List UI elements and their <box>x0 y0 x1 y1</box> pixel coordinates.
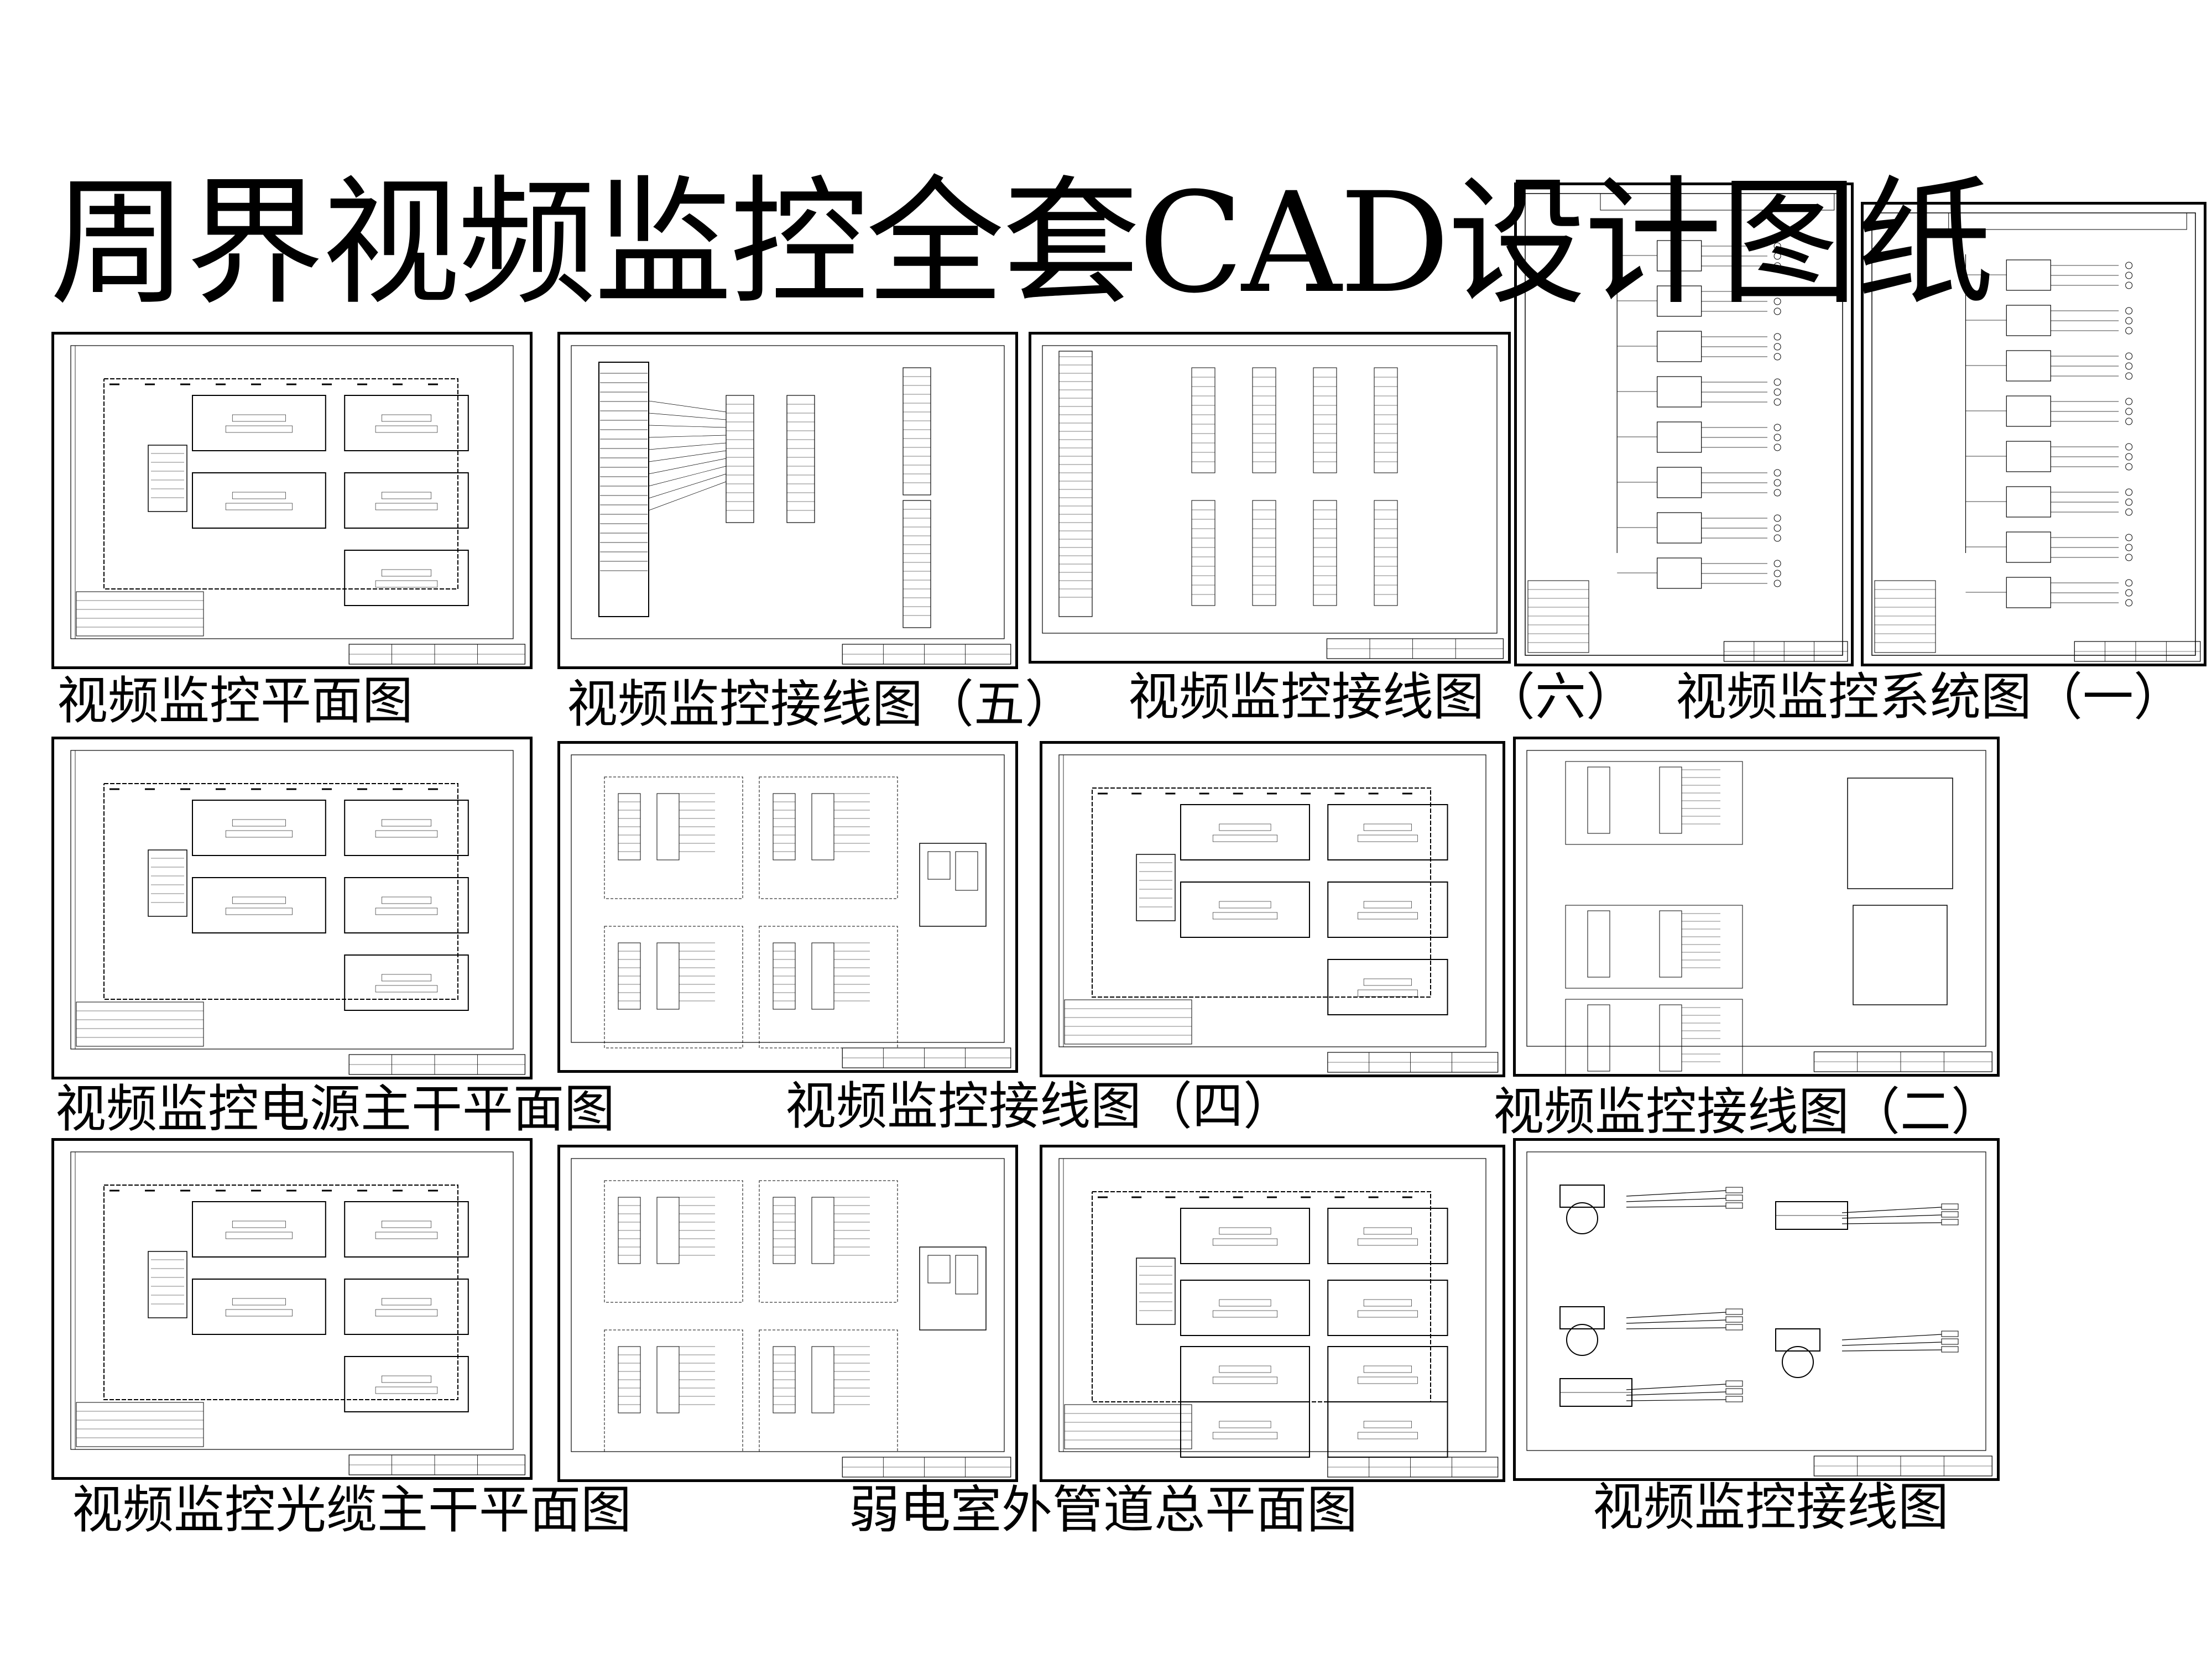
caption-fiber-plan: 视频监控光缆主干平面图 <box>72 1480 632 1540</box>
cad-linework <box>70 750 526 1075</box>
page-title: 周界视频监控全套CAD设计图纸 <box>50 163 1994 324</box>
drawing-sheet-system-1[interactable] <box>1514 182 1854 666</box>
cad-linework-group <box>571 345 1011 665</box>
cad-linework-group <box>1042 345 1504 659</box>
drawing-sheet-power-plan[interactable] <box>51 737 533 1079</box>
drawing-sheet-wiring-5[interactable] <box>557 332 1018 669</box>
drawing-sheet-plan-3[interactable] <box>1040 741 1505 1077</box>
cad-linework <box>1526 750 1992 1074</box>
caption-wiring-2: 视频监控接线图（二） <box>1493 1082 2002 1141</box>
caption-duct-plan: 弱电室外管道总平面图 <box>849 1480 1358 1540</box>
cad-linework <box>571 754 1011 1068</box>
drawing-sheet-wiring-6[interactable] <box>1029 332 1511 664</box>
cad-linework-group <box>1526 750 1992 1074</box>
caption-plan-1: 视频监控平面图 <box>57 671 414 731</box>
cad-linework-group <box>571 754 1011 1068</box>
cad-linework <box>1525 193 1848 662</box>
cad-linework-group <box>1525 193 1848 662</box>
caption-wiring-5: 视频监控接线图（五） <box>567 675 1076 734</box>
drawing-sheet-plan-4[interactable] <box>1040 1145 1505 1482</box>
caption-wiring-6: 视频监控接线图（六） <box>1128 667 1637 727</box>
cad-linework <box>1042 345 1504 659</box>
cad-linework <box>1526 1151 1992 1477</box>
drawing-sheet-wiring-2[interactable] <box>1513 737 2000 1077</box>
drawing-sheet-duct-plan[interactable] <box>557 1145 1018 1482</box>
drawing-sheet-plan-1[interactable] <box>51 332 533 669</box>
cad-linework <box>571 345 1011 665</box>
cad-linework <box>70 345 526 665</box>
drawing-sheet-fiber-plan[interactable] <box>51 1138 533 1480</box>
cad-linework <box>1871 212 2201 662</box>
cad-linework <box>1058 1158 1499 1478</box>
drawing-sheet-camera-wiring[interactable] <box>1513 1138 2000 1481</box>
drawing-sheet-wiring-4[interactable] <box>557 741 1018 1073</box>
cad-linework <box>571 1158 1011 1478</box>
drawing-sheet-system-2[interactable] <box>1861 202 2206 666</box>
cad-linework <box>1058 754 1499 1073</box>
caption-camera-wiring: 视频监控接线图 <box>1593 1478 1949 1537</box>
caption-system-1: 视频监控系统图（一） <box>1676 667 2185 727</box>
cad-linework <box>70 1151 526 1475</box>
cad-linework-group <box>1871 212 2201 662</box>
caption-power-plan: 视频监控电源主干平面图 <box>55 1079 615 1139</box>
cad-linework-group <box>70 345 526 665</box>
cad-linework-group <box>70 1151 526 1475</box>
cad-linework-group <box>1526 1151 1992 1477</box>
cad-linework-group <box>70 750 526 1075</box>
caption-wiring-4: 视频监控接线图（四） <box>785 1077 1295 1136</box>
cad-linework-group <box>571 1158 1011 1478</box>
cad-linework-group <box>1058 1158 1499 1478</box>
cad-linework-group <box>1058 754 1499 1073</box>
